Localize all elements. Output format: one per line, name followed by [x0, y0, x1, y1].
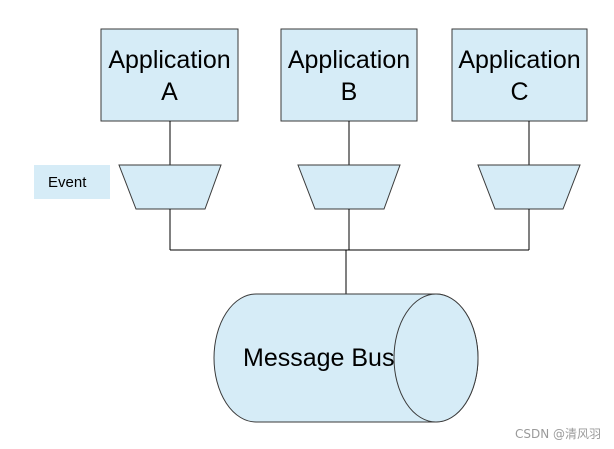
application-b-rect [280, 28, 418, 122]
application-b-label-line2: B [341, 78, 358, 106]
event-endpoint-b [297, 164, 401, 210]
message-bus-end-cap [393, 293, 479, 423]
application-a-rect [100, 28, 239, 122]
event-label-box: Event [34, 165, 110, 199]
event-endpoint-c [477, 164, 581, 210]
application-c-rect [451, 28, 588, 122]
application-box-a: Application A [100, 28, 239, 122]
application-box-c: Application C [451, 28, 588, 122]
application-c-label-line1: Application [458, 46, 580, 74]
application-c-label-line2: C [510, 78, 528, 106]
event-label-rect [34, 165, 110, 199]
message-bus-label: Message Bus [243, 344, 394, 372]
application-box-b: Application B [280, 28, 418, 122]
watermark-text: CSDN @清风羽 [515, 427, 601, 441]
message-bus-cylinder: Message Bus [213, 293, 479, 423]
event-label-text: Event [48, 174, 87, 191]
application-b-label-line1: Application [288, 46, 410, 74]
event-endpoint-a [118, 164, 222, 210]
application-a-label-line1: Application [108, 46, 230, 74]
application-a-label-line2: A [161, 78, 178, 106]
